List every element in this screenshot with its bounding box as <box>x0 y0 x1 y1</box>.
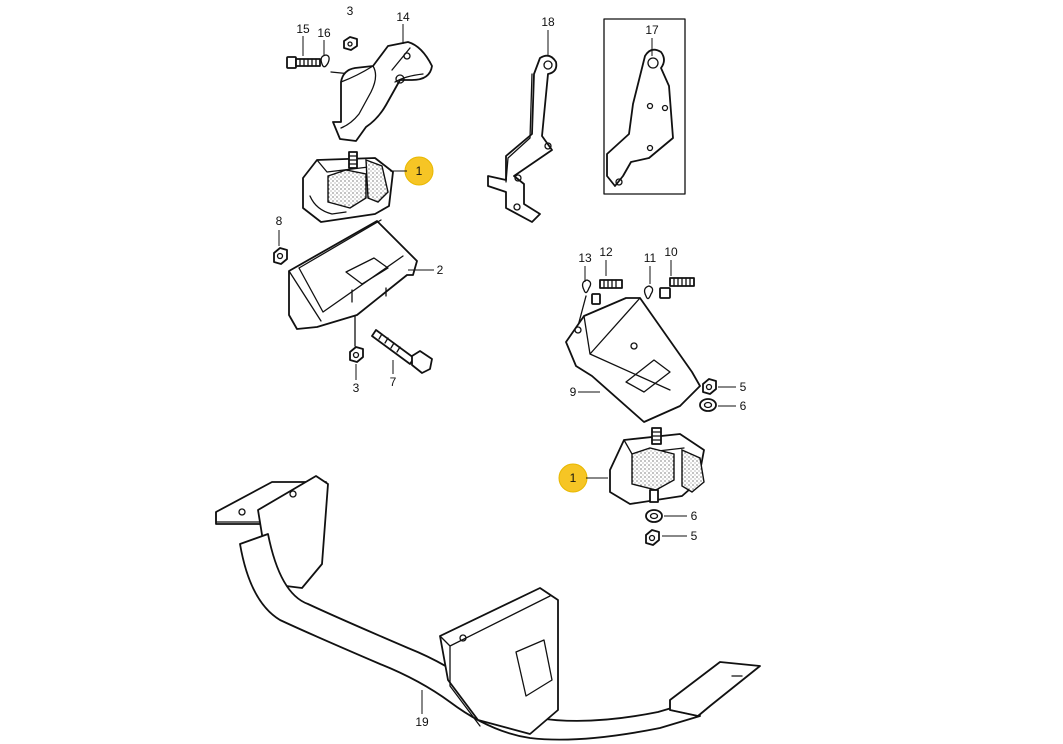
bolt-15 <box>286 56 321 69</box>
label-9: 9 <box>570 385 577 399</box>
crossmember-19 <box>215 475 761 741</box>
label-2: 2 <box>437 263 444 277</box>
label-11: 11 <box>644 251 657 265</box>
engine-mount-1-lower <box>609 427 705 505</box>
label-3-top: 3 <box>347 4 354 18</box>
bracket-9 <box>565 297 701 423</box>
bracket-14 <box>332 41 433 142</box>
label-1-lower: 1 <box>570 471 577 485</box>
label-10: 10 <box>664 245 678 259</box>
label-12: 12 <box>599 245 613 259</box>
label-5-top: 5 <box>740 380 747 394</box>
bolt-7 <box>371 329 433 374</box>
engine-mount-1-upper <box>302 151 394 223</box>
label-5-lower: 5 <box>691 529 698 543</box>
bracket-18 <box>487 54 558 223</box>
label-7: 7 <box>390 375 397 389</box>
label-14: 14 <box>396 10 410 24</box>
nut-5-top <box>702 378 717 395</box>
label-17: 17 <box>645 23 659 37</box>
bolt-10 <box>659 277 695 299</box>
lock-washer-11 <box>643 285 654 300</box>
label-6-lower: 6 <box>691 509 698 523</box>
part-number-labels: 15 16 3 14 18 17 1 8 2 3 7 13 12 11 10 5… <box>276 4 747 729</box>
leader-lines <box>278 24 736 714</box>
label-19: 19 <box>415 715 429 729</box>
lock-washer-13 <box>577 279 592 327</box>
label-13: 13 <box>578 251 592 265</box>
label-15: 15 <box>296 22 310 36</box>
nut-3-lower <box>349 315 364 363</box>
label-6-top: 6 <box>740 399 747 413</box>
bolt-12 <box>591 279 623 305</box>
label-3-lower: 3 <box>353 381 360 395</box>
nut-8 <box>273 247 288 265</box>
nut-5-lower <box>645 529 660 546</box>
washer-6-lower <box>645 509 663 523</box>
bracket-17-box <box>603 18 686 195</box>
nut-3-top <box>343 36 358 51</box>
washer-6-top <box>699 398 717 412</box>
label-16: 16 <box>317 26 331 40</box>
label-18: 18 <box>541 15 555 29</box>
bracket-2 <box>288 219 418 330</box>
label-1-upper: 1 <box>416 164 423 178</box>
label-8: 8 <box>276 214 283 228</box>
